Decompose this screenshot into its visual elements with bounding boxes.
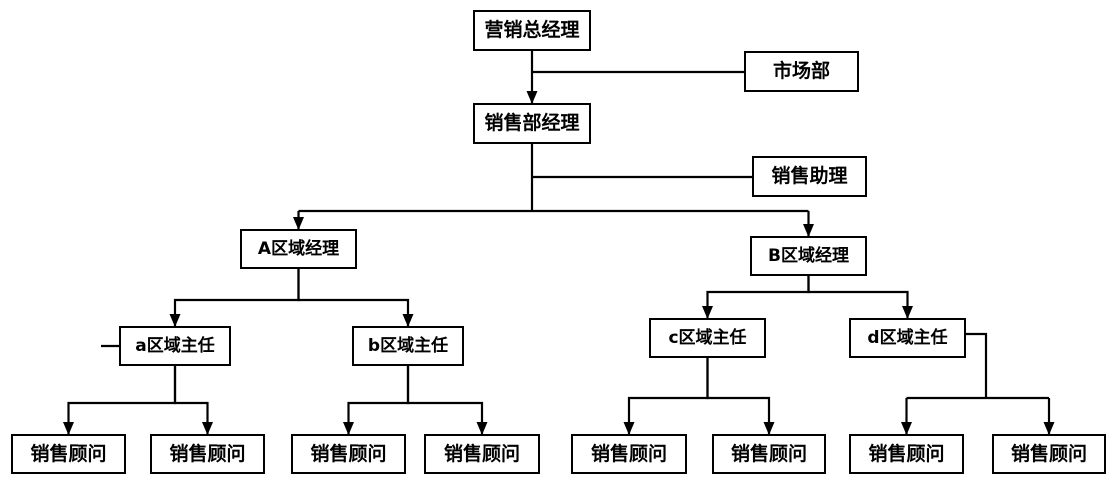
node-sales-consultant-6[interactable]: 销售顾问 (712, 434, 826, 474)
node-label: b区域主任 (367, 335, 449, 356)
node-sales-consultant-4[interactable]: 销售顾问 (424, 434, 540, 474)
node-label: 营销总经理 (484, 19, 580, 41)
connector-line (706, 276, 810, 318)
node-label: 销售顾问 (443, 442, 520, 465)
node-sales-consultant-8[interactable]: 销售顾问 (992, 434, 1106, 474)
node-market-department[interactable]: 市场部 (744, 51, 859, 92)
node-sales-consultant-1[interactable]: 销售顾问 (11, 434, 126, 474)
node-marketing-general-manager[interactable]: 营销总经理 (473, 10, 591, 51)
node-sales-consultant-5[interactable]: 销售顾问 (571, 434, 687, 474)
connector-line (347, 366, 410, 434)
node-label: B区域经理 (768, 245, 849, 266)
connector-line (173, 366, 209, 434)
connector-line (406, 366, 484, 434)
connector-line (966, 332, 988, 398)
connector-line (297, 269, 410, 326)
node-region-b-supervisor[interactable]: b区域主任 (352, 326, 464, 366)
node-label: 销售顾问 (1010, 442, 1087, 465)
node-label: 销售顾问 (730, 442, 807, 465)
node-label: a区域主任 (135, 335, 215, 356)
node-label: 市场部 (772, 60, 830, 82)
node-label: 销售顾问 (169, 442, 246, 465)
node-label: c区域主任 (668, 327, 747, 348)
connector-line (706, 358, 771, 434)
node-label: 销售顾问 (30, 442, 107, 465)
node-label: 销售助理 (771, 165, 848, 187)
connector-line (173, 269, 300, 326)
node-sales-consultant-2[interactable]: 销售顾问 (150, 434, 265, 474)
node-label: 销售顾问 (868, 442, 945, 465)
node-label: d区域主任 (867, 327, 948, 348)
connector-line (67, 366, 177, 434)
node-label: 销售部经理 (484, 112, 580, 134)
node-region-d-supervisor[interactable]: d区域主任 (849, 318, 966, 358)
node-sales-consultant-7[interactable]: 销售顾问 (849, 434, 964, 474)
node-label: A区域经理 (257, 238, 340, 259)
connector-line (627, 358, 709, 434)
connector-line (807, 276, 909, 318)
node-sales-assistant[interactable]: 销售助理 (752, 156, 867, 197)
node-label: 销售顾问 (590, 442, 667, 465)
node-sales-department-manager[interactable]: 销售部经理 (473, 103, 591, 144)
node-region-c-supervisor[interactable]: c区域主任 (649, 318, 766, 358)
node-label: 销售顾问 (310, 442, 387, 465)
node-region-a-supervisor[interactable]: a区域主任 (119, 326, 231, 366)
node-region-b-manager[interactable]: B区域经理 (750, 236, 867, 276)
node-region-a-manager[interactable]: A区域经理 (240, 229, 357, 269)
node-sales-consultant-3[interactable]: 销售顾问 (291, 434, 406, 474)
